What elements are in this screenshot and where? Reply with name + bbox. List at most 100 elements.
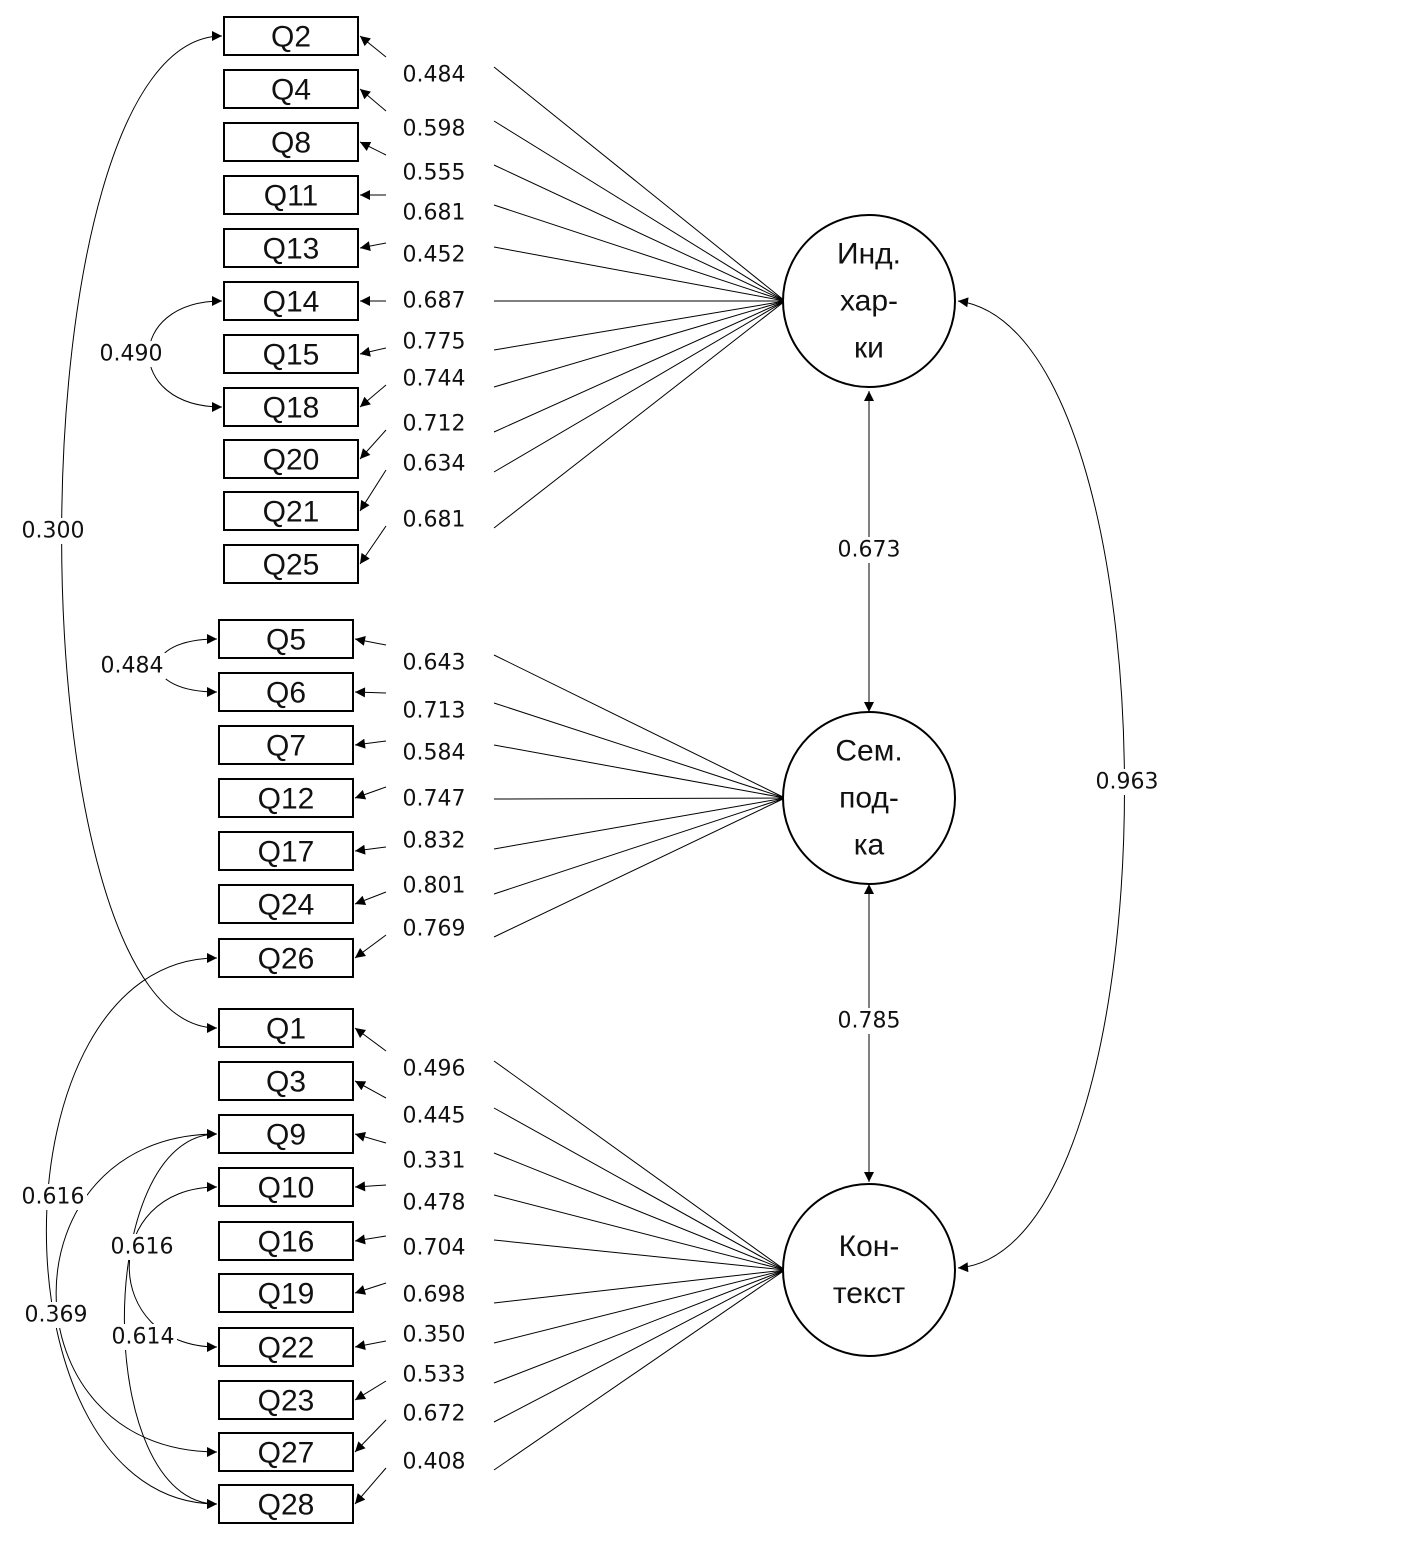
- indicator-label: Q4: [271, 74, 311, 107]
- indicator-label: Q3: [266, 1066, 306, 1099]
- loading-path: [493, 300, 786, 529]
- loading-path: [493, 744, 786, 799]
- error-covariance-value: 0.614: [112, 1325, 175, 1350]
- loading-value: 0.681: [403, 508, 466, 533]
- indicator-label: Q26: [258, 943, 315, 976]
- loading-arrow: [354, 1080, 387, 1099]
- loading-path: [493, 300, 786, 351]
- loading-arrow: [359, 35, 387, 58]
- indicator-box-q10: [218, 1167, 354, 1207]
- loading-value: 0.555: [403, 161, 466, 186]
- loading-arrow: [359, 429, 387, 460]
- loading-arrow: [354, 1380, 387, 1401]
- indicator-box-q8: [223, 122, 359, 162]
- loading-arrow: [354, 1340, 387, 1351]
- indicator-box-q3: [218, 1061, 354, 1101]
- factor-correlation-value: 0.785: [838, 1009, 901, 1034]
- indicator-label: Q11: [264, 180, 318, 213]
- indicator-box-q19: [218, 1273, 354, 1313]
- error-covariance-value: 0.616: [22, 1185, 85, 1210]
- indicator-label: Q8: [271, 127, 311, 160]
- error-covariance-value: 0.300: [22, 519, 85, 544]
- loading-value: 0.801: [403, 874, 466, 899]
- factor-label-line: Инд.: [837, 238, 901, 271]
- loading-path: [493, 797, 786, 895]
- indicator-label: Q10: [258, 1172, 315, 1205]
- indicator-label: Q23: [258, 1385, 315, 1418]
- indicator-box-q24: [218, 884, 354, 924]
- loading-path: [493, 1269, 786, 1423]
- indicator-box-q2: [223, 16, 359, 56]
- indicator-box-q16: [218, 1221, 354, 1261]
- loading-value: 0.704: [403, 1236, 466, 1261]
- indicator-label: Q25: [263, 549, 320, 582]
- error-covariance-value: 0.490: [100, 342, 163, 367]
- loading-value: 0.533: [403, 1363, 466, 1388]
- loading-path: [493, 1269, 786, 1471]
- indicator-box-q25: [223, 544, 359, 584]
- indicator-label: Q7: [266, 730, 306, 763]
- indicator-box-q15: [223, 334, 359, 374]
- indicator-box-q5: [218, 619, 354, 659]
- indicator-box-q23: [218, 1380, 354, 1420]
- loading-path: [493, 1269, 786, 1344]
- loading-arrow: [354, 891, 387, 906]
- factor-correlation-value: 0.963: [1096, 770, 1159, 795]
- loading-value: 0.452: [403, 243, 466, 268]
- indicator-box-q21: [223, 491, 359, 531]
- indicator-box-q17: [218, 831, 354, 871]
- loading-path: [493, 1269, 786, 1304]
- loading-value: 0.408: [403, 1450, 466, 1475]
- loading-value: 0.687: [403, 289, 466, 314]
- loading-arrow: [354, 687, 387, 698]
- indicator-label: Q1: [266, 1013, 306, 1046]
- indicator-label: Q18: [263, 392, 320, 425]
- indicator-label: Q28: [258, 1489, 315, 1522]
- loading-arrow: [354, 1027, 387, 1052]
- indicator-label: Q20: [263, 444, 320, 477]
- loading-arrow: [354, 635, 387, 646]
- indicator-label: Q22: [258, 1332, 315, 1365]
- loading-path: [493, 1152, 786, 1271]
- indicator-label: Q17: [258, 836, 315, 869]
- error-covariance-value: 0.616: [111, 1235, 174, 1260]
- loading-path: [493, 1269, 786, 1384]
- indicator-label: Q27: [258, 1437, 315, 1470]
- indicator-box-q7: [218, 725, 354, 765]
- indicator-label: Q24: [258, 889, 315, 922]
- loading-value: 0.713: [403, 699, 466, 724]
- latent-factor-kon: [782, 1183, 956, 1357]
- loading-path: [493, 797, 786, 800]
- loading-arrow: [354, 1282, 387, 1295]
- loading-arrow: [359, 88, 387, 112]
- loading-path: [493, 164, 786, 302]
- indicator-label: Q5: [266, 624, 306, 657]
- indicator-label: Q16: [258, 1226, 315, 1259]
- loading-value: 0.350: [403, 1323, 466, 1348]
- indicator-box-q12: [218, 778, 354, 818]
- loading-value: 0.634: [403, 452, 466, 477]
- loading-path: [493, 204, 786, 302]
- indicator-box-q9: [218, 1114, 354, 1154]
- indicator-label: Q19: [258, 1278, 315, 1311]
- loading-value: 0.744: [403, 367, 466, 392]
- error-covariance-path: [55, 1129, 218, 1457]
- indicator-box-q22: [218, 1327, 354, 1367]
- loading-value: 0.584: [403, 741, 466, 766]
- loading-arrow: [354, 934, 387, 959]
- indicator-label: Q13: [263, 233, 320, 266]
- loading-value: 0.775: [403, 330, 466, 355]
- loading-arrow: [354, 1181, 387, 1192]
- loading-path: [493, 246, 786, 302]
- indicator-label: Q9: [266, 1119, 306, 1152]
- latent-factor-sem: [782, 711, 956, 885]
- indicator-box-q20: [223, 439, 359, 479]
- indicator-box-q14: [223, 281, 359, 321]
- loading-path: [493, 300, 786, 473]
- loading-value: 0.598: [403, 117, 466, 142]
- indicator-label: Q14: [263, 286, 320, 319]
- error-covariance-value: 0.484: [101, 654, 164, 679]
- factor-label-line: ки: [854, 332, 884, 365]
- loading-path: [493, 1107, 786, 1271]
